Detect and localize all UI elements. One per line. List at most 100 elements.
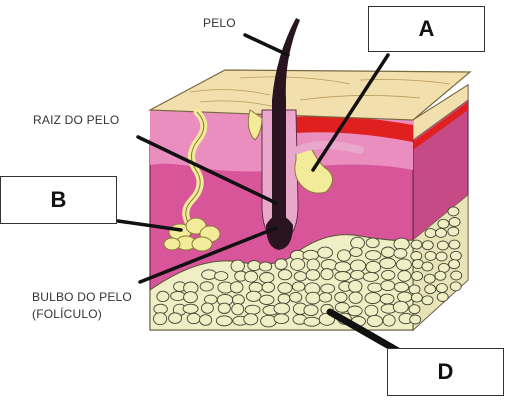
fat-cell: [379, 257, 396, 270]
fat-cell: [258, 261, 273, 272]
fat-cell: [305, 269, 321, 281]
fat-cell: [424, 250, 437, 261]
fat-cell: [231, 303, 245, 316]
fat-cell: [365, 250, 382, 261]
fat-cell: [305, 291, 321, 305]
fat-cell: [424, 228, 437, 239]
fat-cell: [434, 270, 447, 281]
fat-cell: [424, 284, 437, 295]
fat-cell: [366, 314, 384, 328]
label-raiz-do-pelo: RAIZ DO PELO: [33, 113, 120, 127]
fat-cell: [392, 300, 409, 314]
fat-cell: [277, 269, 293, 281]
fat-cell: [348, 279, 363, 293]
fat-cell: [393, 281, 410, 293]
fat-cell: [217, 302, 231, 314]
fat-cell: [449, 250, 462, 261]
fat-cell: [334, 261, 352, 273]
fat-cell: [306, 258, 320, 271]
epidermis-top: [147, 69, 472, 121]
fat-cell: [393, 248, 408, 259]
fat-cell: [318, 292, 333, 303]
answer-box-d[interactable]: D: [387, 348, 504, 396]
fat-cell: [199, 314, 213, 326]
fat-cell: [435, 251, 448, 262]
fat-cell: [349, 247, 363, 258]
fat-cell: [409, 314, 422, 325]
leader-d: [326, 308, 409, 359]
fat-cell: [201, 269, 217, 280]
fat-cell: [350, 269, 365, 280]
fat-cell: [436, 240, 449, 251]
fat-cell: [382, 314, 396, 327]
fat-cell: [230, 259, 245, 273]
fat-cell: [421, 240, 434, 251]
fat-cell: [365, 260, 382, 274]
fat-cell: [334, 302, 350, 313]
label-foliculo: (FOLÍCULO): [32, 307, 103, 321]
fat-cell: [153, 312, 168, 326]
fat-cell: [411, 271, 424, 282]
fat-cell: [421, 295, 434, 306]
fat-cell: [410, 251, 423, 261]
fat-cell: [261, 281, 275, 293]
fat-cell: [348, 291, 363, 304]
fat-cell: [244, 304, 261, 315]
sweat-gland-duct-outline: [185, 111, 205, 223]
fat-cell: [244, 270, 259, 283]
fat-cell: [447, 226, 460, 237]
fat-cell: [448, 239, 461, 250]
fat-cell: [380, 246, 396, 258]
fat-cell: [290, 258, 306, 271]
fat-cell: [303, 304, 319, 317]
fat-cell: [214, 271, 229, 282]
fat-cell: [182, 303, 199, 314]
fat-cell: [320, 268, 334, 281]
fat-cells: [153, 206, 463, 328]
fat-cell: [410, 292, 423, 303]
fat-cell: [245, 290, 262, 302]
fat-cell: [447, 206, 460, 217]
fat-cell: [421, 261, 434, 272]
fat-cell: [247, 260, 262, 272]
answer-box-a[interactable]: A: [368, 6, 485, 52]
fat-cell: [243, 313, 259, 326]
fat-cell: [364, 304, 379, 317]
fat-cell: [379, 293, 395, 305]
fat-cell: [200, 302, 214, 314]
sebaceous-gland-upper: [247, 109, 263, 141]
leader-bulbo: [138, 226, 278, 284]
fat-cell: [168, 312, 183, 324]
fat-cell: [183, 291, 198, 304]
fat-cell: [423, 273, 436, 284]
fat-cell: [273, 302, 291, 315]
fat-cell: [449, 281, 462, 292]
fat-cell: [395, 258, 412, 271]
leader-pelo: [243, 33, 290, 57]
answer-box-b[interactable]: B: [0, 176, 117, 224]
fat-cell: [410, 239, 423, 250]
fat-cell: [450, 270, 463, 281]
fat-cell: [259, 294, 275, 305]
side-red-band: [413, 102, 468, 150]
fat-cell: [229, 281, 244, 294]
fat-cell: [277, 293, 291, 305]
label-pelo: PELO: [203, 16, 236, 30]
fat-cell: [380, 280, 396, 292]
fat-cell: [274, 258, 288, 271]
fat-cell: [320, 283, 336, 294]
fat-cell: [381, 269, 396, 281]
fat-cell: [408, 304, 421, 315]
fat-cell: [435, 283, 448, 294]
red-band: [283, 116, 413, 142]
fat-cell: [317, 246, 333, 259]
fat-cell: [277, 282, 293, 294]
fat-cell: [448, 259, 461, 270]
leader-a: [311, 53, 390, 172]
sweat-gland-coil: [163, 217, 221, 252]
fat-cell: [436, 292, 449, 302]
fat-cell: [408, 284, 421, 295]
fat-cell: [156, 290, 170, 303]
fat-cell: [350, 236, 365, 250]
